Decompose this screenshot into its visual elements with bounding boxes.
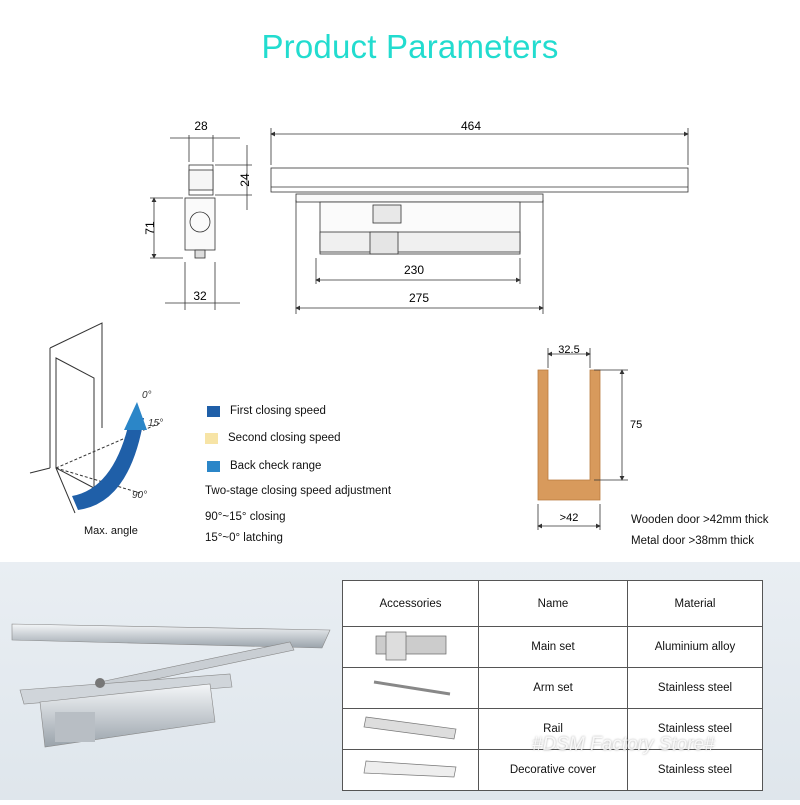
legend-swatch bbox=[207, 460, 220, 472]
dim-28: 28 bbox=[194, 119, 208, 133]
angle-0: 0° bbox=[142, 390, 152, 401]
table-row: Rail Stainless steel bbox=[342, 708, 763, 750]
legend-label: Back check range bbox=[230, 460, 322, 472]
watermark: #DSM Factory Store# bbox=[532, 734, 715, 755]
profile-dim-door: >42 bbox=[560, 512, 579, 524]
table-cell-material: Aluminium alloy bbox=[627, 626, 763, 668]
dim-230: 230 bbox=[404, 263, 424, 277]
table-cell-material: Stainless steel bbox=[627, 708, 763, 750]
table-row: Arm set Stainless steel bbox=[342, 667, 763, 709]
table-row: Main set Aluminium alloy bbox=[342, 626, 763, 668]
dim-32: 32 bbox=[193, 289, 207, 303]
accessory-image-decorative-cover bbox=[342, 749, 479, 791]
page-title: Product Parameters bbox=[261, 28, 559, 65]
table-cell-material: Stainless steel bbox=[627, 667, 763, 709]
door-closer-photo bbox=[11, 623, 331, 748]
angle-90: 90° bbox=[132, 490, 147, 501]
legend-swatch bbox=[207, 405, 220, 417]
door-angle-diagram: 0° 15° 90° Max. angle bbox=[29, 322, 163, 537]
speed-note-2: 15°~0° latching bbox=[205, 532, 283, 544]
dim-464: 464 bbox=[461, 119, 481, 133]
header-material: Material bbox=[627, 580, 763, 627]
max-angle-label: Max. angle bbox=[84, 525, 138, 537]
table-cell-name: Main set bbox=[478, 626, 628, 668]
angle-15: 15° bbox=[148, 418, 163, 429]
dimension-drawing: 28 24 71 32 464 230 275 bbox=[143, 119, 689, 314]
accessory-image-rail bbox=[342, 708, 479, 750]
profile-dim-height: 75 bbox=[630, 419, 642, 431]
table-row: Decorative cover Stainless steel bbox=[342, 749, 763, 791]
header-name: Name bbox=[478, 580, 628, 627]
legend-item-second: Second closing speed bbox=[205, 432, 341, 444]
table-header-row: Accessories Name Material bbox=[342, 580, 763, 627]
dim-24: 24 bbox=[238, 173, 252, 187]
legend-swatch bbox=[205, 432, 218, 444]
legend-label: Second closing speed bbox=[228, 432, 341, 444]
speed-note-1: 90°~15° closing bbox=[205, 511, 286, 523]
legend-item-first: First closing speed bbox=[207, 405, 326, 417]
door-profile-diagram: 32.5 75 >42 bbox=[537, 344, 642, 530]
profile-dim-width: 32.5 bbox=[558, 344, 579, 356]
dim-275: 275 bbox=[409, 291, 429, 305]
metal-door-note: Metal door >38mm thick bbox=[631, 535, 755, 547]
dim-71: 71 bbox=[143, 221, 157, 235]
legend-item-back: Back check range bbox=[207, 460, 321, 472]
accessory-image-arm-set bbox=[342, 667, 479, 709]
accessories-table: Accessories Name Material Main set Alumi… bbox=[342, 580, 763, 791]
wooden-door-note: Wooden door >42mm thick bbox=[631, 514, 769, 526]
header-accessories: Accessories bbox=[342, 580, 479, 627]
table-cell-material: Stainless steel bbox=[627, 749, 763, 791]
table-cell-name: Decorative cover bbox=[478, 749, 628, 791]
table-cell-name: Arm set bbox=[478, 667, 628, 709]
speed-note-title: Two-stage closing speed adjustment bbox=[205, 485, 392, 497]
accessory-image-main-set bbox=[342, 626, 479, 668]
legend-label: First closing speed bbox=[230, 405, 326, 417]
